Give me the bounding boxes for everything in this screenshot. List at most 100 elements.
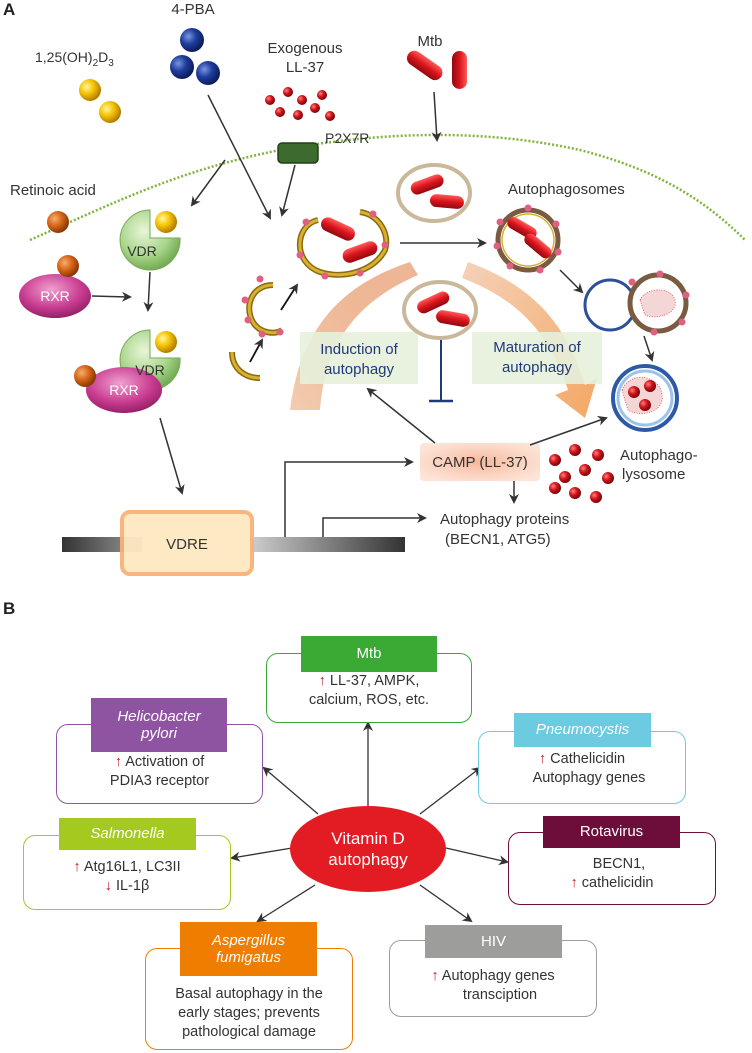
- p2x7r-receptor: [277, 142, 319, 164]
- pneumocystis-effect-line2: Autophagy genes: [532, 769, 646, 786]
- center-to-hpylori-arrow: [262, 766, 319, 815]
- maturation-label-line2: autophagy: [502, 359, 573, 376]
- rotavirus-box-body: BECN1, ↑ cathelicidin: [509, 855, 715, 893]
- aspergillus-title: Aspergillus fumigatus: [180, 922, 317, 976]
- up-arrow-icon: ↑: [318, 673, 326, 689]
- 4-pba-molecules: [170, 28, 220, 85]
- complex-to-vdre-arrow: [159, 417, 185, 495]
- hiv-effect-line1: Autophagy genes: [441, 968, 555, 984]
- maturation-arc: [462, 262, 597, 418]
- induction-label-line1: Induction of: [320, 341, 398, 358]
- dna-strand-right: [252, 537, 405, 552]
- salmonella-effect-line1: Atg16L1, LC3II: [83, 859, 181, 875]
- autophagy-proteins-label-line2: (BECN1, ATG5): [445, 531, 551, 548]
- vitamin-d-autophagy-center: Vitamin D autophagy: [290, 806, 446, 892]
- phagophore-stage-2: [241, 275, 284, 338]
- pneumocystis-box-body: ↑ Cathelicidin Autophagy genes: [479, 750, 685, 788]
- maturation-label-line1: Maturation of: [493, 339, 581, 356]
- hpylori-title-line2: pylori: [141, 725, 177, 742]
- induction-label-line2: autophagy: [324, 361, 395, 378]
- mtb-entry-arrow: [431, 91, 442, 142]
- p2x7r-label: P2X7R: [325, 130, 369, 146]
- camp-box: [420, 443, 540, 481]
- rxr-receptor-top: [19, 255, 91, 318]
- center-to-pneumocystis-arrow: [419, 766, 482, 815]
- autophagosome: [493, 204, 562, 274]
- vdr-label-complex: VDR: [135, 362, 165, 378]
- aspergillus-effect-line3: pathological damage: [182, 1023, 316, 1040]
- panel-b-label: B: [3, 599, 15, 618]
- up-arrow-icon: ↑: [431, 968, 439, 984]
- mtb-label: Mtb: [417, 33, 442, 50]
- maturation-label-box: [472, 332, 602, 384]
- rotavirus-effect-line1: BECN1,: [592, 856, 646, 872]
- salmonella-title: Salmonella: [59, 818, 196, 850]
- pneumocystis-title: Pneumocystis: [514, 713, 651, 747]
- ll37-peptides-cluster: [549, 444, 614, 503]
- autophagolysosome-label-line1: Autophago-: [620, 447, 698, 464]
- phagosome-with-mtb: [396, 163, 472, 223]
- rxr-label-complex: RXR: [109, 382, 139, 398]
- autophagy-proteins-label-line1: Autophagy proteins: [440, 511, 569, 528]
- pba-to-autophagy-arrow: [207, 94, 271, 220]
- fusion-to-autophagolysosome-arrow: [643, 335, 655, 362]
- induction-label-box: [300, 332, 418, 384]
- autophagosome-to-fusion-arrow: [559, 269, 584, 294]
- lysosome-fusion: [583, 270, 690, 336]
- center-to-salmonella-arrow: [230, 847, 293, 862]
- mtb-bacteria-top: [406, 50, 467, 89]
- 4-pba-label: 4-PBA: [171, 1, 214, 18]
- aspergillus-effect-line2: early stages; prevents: [178, 1004, 320, 1021]
- down-arrow-icon: ↓: [104, 877, 112, 894]
- vdre-label: VDRE: [166, 536, 208, 553]
- up-arrow-icon: ↑: [538, 751, 547, 767]
- hpylori-title: Helicobacter pylori: [91, 698, 227, 752]
- hpylori-box-body: ↑ Activation of PDIA3 receptor: [57, 753, 262, 791]
- vitamin-d-molecules: [79, 79, 121, 123]
- mtb-effect-line2: calcium, ROS, etc.: [308, 691, 430, 708]
- camp-to-autophagolysosome-arrow: [529, 415, 608, 446]
- center-label-line1: Vitamin D: [331, 828, 405, 848]
- hiv-title: HIV: [425, 925, 562, 958]
- retinoic-acid-label: Retinoic acid: [10, 182, 96, 199]
- rotavirus-effect-line2: cathelicidin: [581, 874, 654, 891]
- center-to-rotavirus-arrow: [445, 847, 509, 866]
- retinoic-acid-molecule: [47, 211, 69, 233]
- autophagosomes-label: Autophagosomes: [508, 181, 625, 198]
- panel-a-label: A: [3, 0, 15, 19]
- salmonella-effect-line2: IL-1β: [115, 877, 150, 894]
- vdr-rxr-complex: [74, 329, 181, 413]
- vdr-to-complex-arrow: [143, 271, 154, 312]
- hiv-box-body: ↑ Autophagy genes transciption: [390, 967, 596, 1005]
- hpylori-title-line1: Helicobacter: [117, 707, 201, 725]
- aspergillus-title-line2: fumigatus: [215, 949, 282, 966]
- mtb-box-body: ↑ LL-37, AMPK, calcium, ROS, etc.: [267, 672, 471, 710]
- rxr-to-vdr-arrow: [91, 291, 132, 302]
- vdre-to-camp-arrow: [284, 457, 414, 537]
- vdr-receptor-top: [119, 209, 181, 271]
- salmonella-box-body: ↑ Atg16L1, LC3II ↓ IL-1β: [24, 858, 230, 896]
- aspergillus-effect-line1: Basal autophagy in the: [175, 986, 323, 1002]
- vdr-label-top: VDR: [127, 243, 157, 259]
- p2x7r-to-autophagy-arrow: [279, 164, 296, 217]
- up-arrow-icon: ↑: [570, 874, 578, 891]
- autophagolysosome: [611, 364, 679, 432]
- center-to-aspergillus-arrow: [256, 884, 316, 923]
- pneumocystis-effect-line1: Cathelicidin: [550, 751, 626, 767]
- camp-to-induction-arrow: [366, 387, 436, 444]
- exogenous-ll37-label-line2: LL-37: [286, 59, 324, 76]
- phagophore-arrow-1: [249, 338, 263, 363]
- center-to-hiv-arrow: [419, 884, 473, 923]
- phagosome-mtb-center: [402, 280, 478, 340]
- vdre-box: [120, 510, 254, 576]
- mtb-effect-line1: LL-37, AMPK,: [329, 673, 420, 689]
- cell-membrane: [29, 133, 746, 242]
- camp-label: CAMP (LL-37): [432, 454, 528, 471]
- up-arrow-icon: ↑: [114, 754, 122, 770]
- center-label-line2: autophagy: [328, 850, 408, 869]
- aspergillus-box-body: Basal autophagy in the early stages; pre…: [146, 985, 352, 1042]
- hiv-effect-line2: transciption: [462, 986, 538, 1003]
- aspergillus-title-line1: Aspergillus: [211, 931, 286, 949]
- exogenous-ll37-label-line1: Exogenous: [267, 40, 342, 57]
